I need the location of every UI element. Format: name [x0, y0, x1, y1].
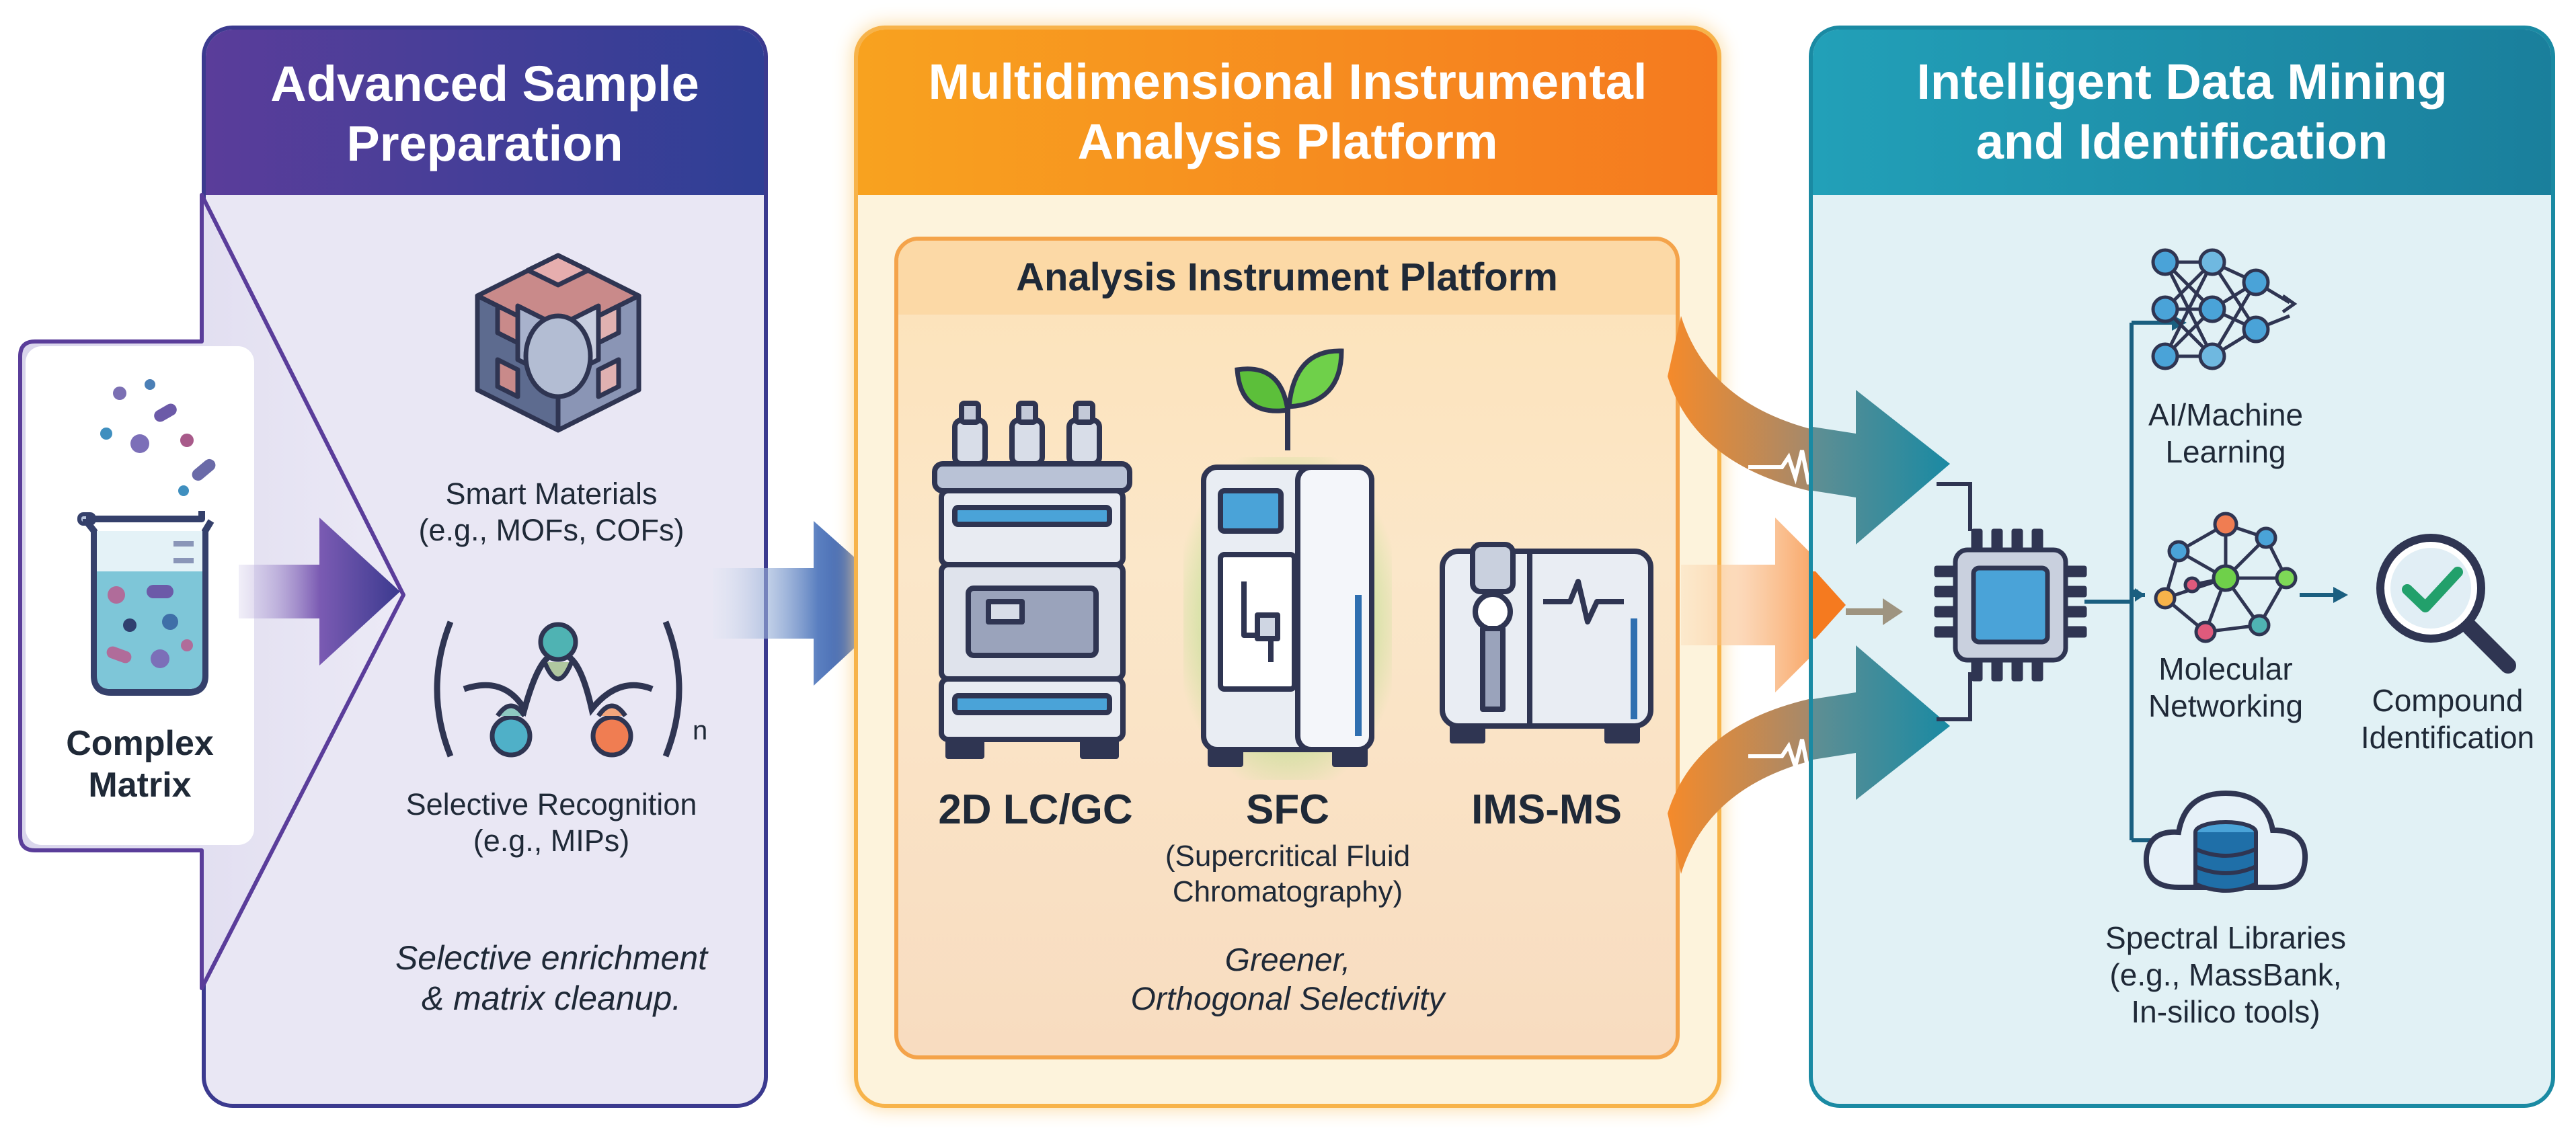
spectral-libraries-line2: (e.g., MassBank,	[2109, 957, 2342, 993]
sample-prep-note-line1: Selective enrichment	[395, 939, 708, 977]
ai-ml-line2: Learning	[2165, 434, 2286, 470]
spectral-libraries-line1: Spectral Libraries	[2105, 920, 2346, 955]
molecular-networking-line2: Networking	[2148, 688, 2304, 724]
smart-materials-line1: Smart Materials	[445, 477, 658, 511]
selective-recognition-line2: (e.g., MIPs)	[473, 823, 630, 858]
sfc-desc-line1: (Supercritical Fluid	[1165, 840, 1411, 873]
instrumental-note: Greener, Orthogonal Selectivity	[1049, 941, 1526, 1018]
instrument-platform-title: Analysis Instrument Platform	[1016, 255, 1558, 299]
panel-data-mining: Intelligent Data Mining and Identificati…	[1809, 26, 2555, 1108]
spectral-libraries-line3: In-silico tools)	[2131, 994, 2320, 1030]
selective-recognition-line1: Selective Recognition	[405, 787, 697, 821]
instrument-sfc-label: SFC	[1246, 787, 1329, 833]
instrumental-title-line2: Analysis Platform	[1077, 114, 1498, 169]
ims-ms-instrument-icon	[1440, 542, 1653, 743]
selective-recognition-label: Selective Recognition (e.g., MIPs)	[363, 787, 740, 859]
polymer-recognition-icon	[434, 620, 682, 758]
smart-materials-label: Smart Materials (e.g., MOFs, COFs)	[377, 476, 726, 549]
sample-prep-note: Selective enrichment & matrix cleanup.	[350, 938, 753, 1018]
compound-identification-line2: Identification	[2360, 720, 2535, 756]
magnifier-check-icon	[2376, 534, 2516, 674]
panel-data-mining-header: Intelligent Data Mining and Identificati…	[1813, 30, 2551, 195]
smart-materials-line2: (e.g., MOFs, COFs)	[418, 513, 685, 547]
data-mining-title-line1: Intelligent Data Mining	[1916, 54, 2448, 110]
ai-ml-line1: AI/Machine	[2148, 397, 2304, 432]
complex-matrix-line2: Matrix	[88, 766, 192, 805]
molecular-network-icon	[2154, 512, 2298, 643]
instrumental-note-line1: Greener,	[1224, 942, 1351, 978]
instrument-platform-title-bar	[898, 241, 1676, 315]
sfc-desc-line2: Chromatography)	[1172, 875, 1403, 908]
complex-matrix-line1: Complex	[66, 724, 214, 763]
panel-instrumental-header: Multidimensional Instrumental Analysis P…	[858, 30, 1717, 195]
molecular-networking-line1: Molecular	[2158, 651, 2293, 686]
instrument-2d-lcgc-label: 2D LC/GC	[938, 787, 1133, 833]
compound-identification-line1: Compound	[2372, 683, 2524, 718]
panel-sample-preparation-header: Advanced Sample Preparation	[206, 30, 764, 195]
spectral-libraries-label: Spectral Libraries (e.g., MassBank, In-s…	[2044, 920, 2407, 1031]
panel-sample-preparation: Advanced Sample Preparation	[202, 26, 768, 1108]
sfc-instrument-icon	[1201, 465, 1374, 767]
neural-network-icon	[2151, 248, 2298, 370]
leaf-icon	[1235, 348, 1344, 450]
matrix-to-prep-arrow	[239, 518, 400, 666]
data-mining-title-line2: and Identification	[1976, 114, 2388, 169]
lc-gc-instrument-icon	[932, 401, 1132, 759]
cloud-database-icon	[2143, 790, 2308, 893]
instrumental-note-line2: Orthogonal Selectivity	[1130, 981, 1445, 1017]
instrumental-title-line1: Multidimensional Instrumental	[928, 54, 1647, 110]
molecular-networking-label: Molecular Networking	[2105, 651, 2347, 725]
mof-cube-icon	[475, 253, 641, 433]
sfc-description: (Supercritical Fluid Chromatography)	[1130, 839, 1446, 910]
compound-identification-label: Compound Identification	[2320, 682, 2575, 756]
instrument-ims-ms-label: IMS-MS	[1471, 787, 1622, 833]
sample-prep-note-line2: & matrix cleanup.	[421, 979, 682, 1017]
sample-prep-title-line1: Advanced Sample	[270, 56, 699, 112]
complex-matrix-label: Complex Matrix	[27, 723, 253, 807]
sample-prep-title-line2: Preparation	[346, 116, 623, 171]
beaker-icon	[77, 379, 216, 696]
chip-icon	[1934, 528, 2087, 682]
ai-ml-label: AI/Machine Learning	[2105, 397, 2347, 471]
polymer-subscript: n	[693, 716, 708, 746]
